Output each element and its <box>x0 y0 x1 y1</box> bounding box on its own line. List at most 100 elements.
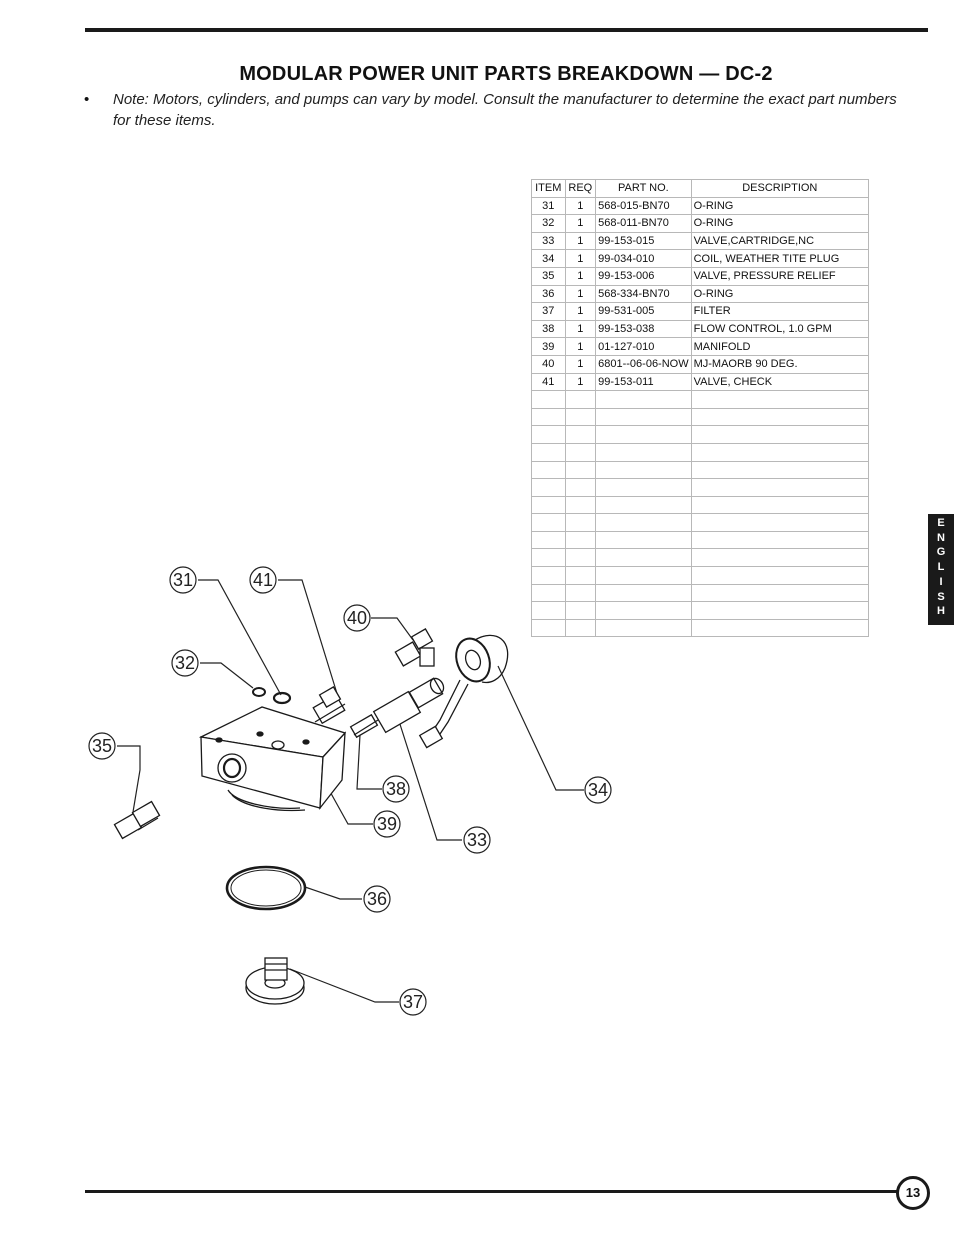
header-item: ITEM <box>531 179 566 198</box>
empty-table-row <box>531 495 870 515</box>
callout-circle <box>343 604 371 632</box>
leader-31 <box>198 579 282 696</box>
cell-part-no: 568-015-BN70 <box>595 196 692 216</box>
callout-circle <box>249 566 277 594</box>
callout-number: 31 <box>173 570 193 590</box>
empty-table-row <box>531 513 870 532</box>
empty-table-row <box>531 460 870 480</box>
leader-41 <box>278 579 340 701</box>
o-ring-36-shape <box>225 865 307 911</box>
callout-circle <box>88 732 116 760</box>
callout-number: 33 <box>467 830 487 850</box>
check-valve-shape <box>312 686 346 725</box>
callout-number: 35 <box>92 736 112 756</box>
empty-table-row <box>531 618 870 638</box>
cell-part-no: 99-153-015 <box>595 231 692 251</box>
coil-shape <box>418 634 509 749</box>
side-tab-letter: E <box>937 517 945 529</box>
callout-35: 35 <box>88 732 116 760</box>
callout-number: 36 <box>367 889 387 909</box>
manifold-shape <box>198 706 347 812</box>
o-ring-31-shape <box>272 691 292 705</box>
callout-39: 39 <box>373 810 401 838</box>
leader-35 <box>117 745 141 813</box>
callout-31: 31 <box>169 566 197 594</box>
top-rule <box>85 28 928 32</box>
empty-table-row <box>531 548 870 568</box>
callout-circle <box>399 988 427 1016</box>
callout-number: 37 <box>403 992 423 1012</box>
cell-item: 32 <box>531 214 566 233</box>
page-number: 13 <box>896 1176 930 1210</box>
cell-item: 36 <box>531 284 566 304</box>
leader-38 <box>356 734 382 790</box>
elbow-fitting-shape <box>394 628 435 667</box>
callout-number: 34 <box>588 780 608 800</box>
cell-item: 34 <box>531 249 566 268</box>
o-ring-32-shape <box>252 687 266 697</box>
callout-number: 32 <box>175 653 195 673</box>
cell-description: VALVE, CHECK <box>690 372 870 392</box>
side-tab-letter: H <box>937 605 945 618</box>
empty-table-row <box>531 583 870 603</box>
side-tab-letter: S <box>937 590 945 603</box>
empty-cell <box>595 618 692 638</box>
callout-number: 39 <box>377 814 397 834</box>
leader-36 <box>304 886 362 900</box>
side-tab-letter: G <box>936 546 946 559</box>
callout-34: 34 <box>584 776 612 804</box>
callout-32: 32 <box>171 649 199 677</box>
header-part-no: PART NO. <box>595 179 692 198</box>
callout-41: 41 <box>249 566 277 594</box>
empty-table-row <box>531 601 870 620</box>
callout-circle <box>171 649 199 677</box>
side-tab-letter: I <box>939 575 943 588</box>
leader-32 <box>200 662 254 689</box>
leader-40 <box>371 617 414 641</box>
callout-number: 41 <box>253 570 273 590</box>
cell-item: 37 <box>531 302 566 321</box>
bottom-rule <box>85 1190 900 1193</box>
callout-circle <box>169 566 197 594</box>
callout-circle <box>463 826 491 854</box>
callout-circle <box>584 776 612 804</box>
callout-number: 40 <box>347 608 367 628</box>
page-title: MODULAR POWER UNIT PARTS BREAKDOWN — DC-… <box>239 63 773 85</box>
relief-valve-shape <box>113 800 161 840</box>
parts-drawing <box>113 628 509 1005</box>
empty-table-row <box>531 478 870 497</box>
cell-description: COIL, WEATHER TITE PLUG <box>690 249 870 268</box>
empty-table-row <box>531 407 870 427</box>
flow-control-shape <box>349 713 379 739</box>
cartridge-valve-shape <box>372 677 445 734</box>
leader-37 <box>289 968 399 1003</box>
filter-shape <box>245 957 305 1005</box>
callout-37: 37 <box>399 988 427 1016</box>
cell-part-no: 99-153-006 <box>595 266 692 286</box>
callout-36: 36 <box>363 885 391 913</box>
side-tab-letter: L <box>937 561 945 574</box>
note-text: Note: Motors, cylinders, and pumps can v… <box>113 91 897 129</box>
empty-table-row <box>531 390 870 409</box>
callout-circle <box>373 810 401 838</box>
callout-circle <box>363 885 391 913</box>
side-tab-letter: N <box>937 531 945 544</box>
callout-33: 33 <box>463 826 491 854</box>
leader-33 <box>397 717 462 841</box>
callout-40: 40 <box>343 604 371 632</box>
cell-description: FLOW CONTROL, 1.0 GPM <box>690 319 870 339</box>
cell-part-no: 568-011-BN70 <box>595 214 692 233</box>
callout-38: 38 <box>382 775 410 803</box>
callout-number: 38 <box>386 779 406 799</box>
leader-34 <box>497 665 584 791</box>
callout-circle <box>382 775 410 803</box>
empty-table-row <box>531 425 870 444</box>
